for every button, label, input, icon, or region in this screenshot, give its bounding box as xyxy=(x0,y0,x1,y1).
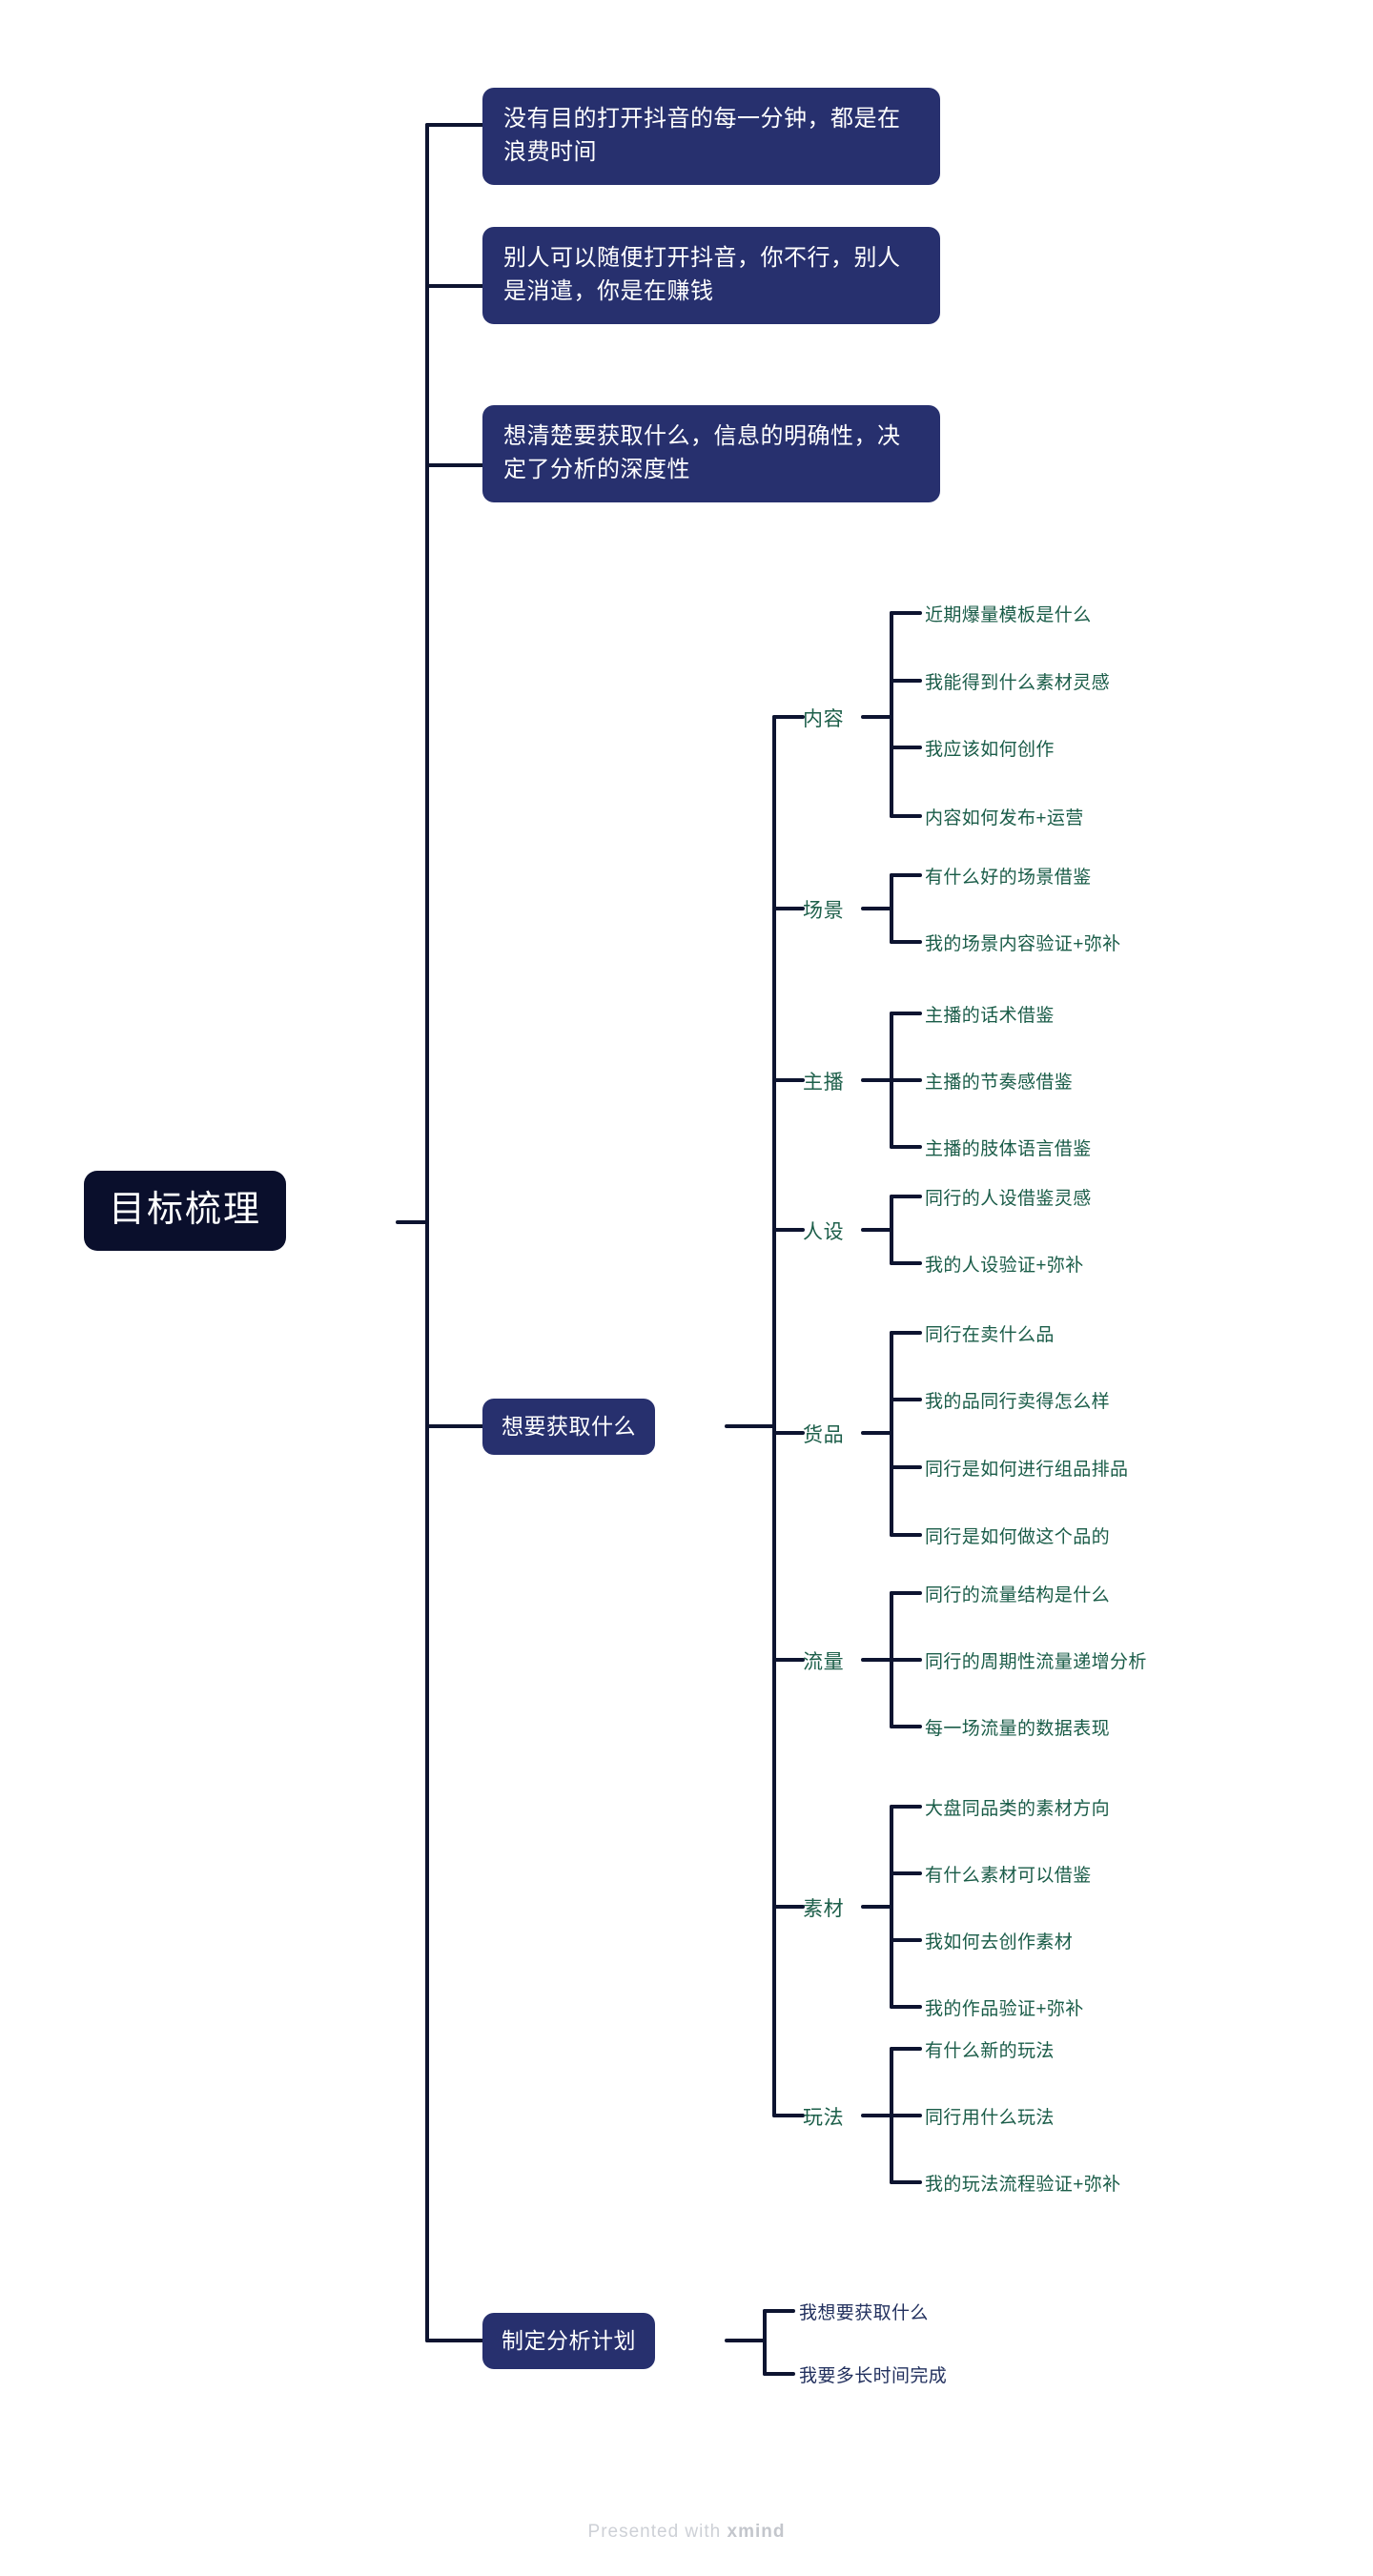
branch-label: 货品 xyxy=(803,1424,845,1446)
root-label: 目标梳理 xyxy=(109,1190,262,1230)
branch-node-content[interactable]: 内容 xyxy=(803,704,844,732)
leaf-node[interactable]: 我应该如何创作 xyxy=(925,735,1055,761)
branch-label: 流量 xyxy=(803,1651,845,1673)
leaf-label: 我想要获取什么 xyxy=(799,2303,929,2323)
leaf-label: 我的人设验证+弥补 xyxy=(925,1256,1084,1276)
topic-label: 想要获取什么 xyxy=(502,1414,636,1439)
branch-label: 内容 xyxy=(803,708,845,730)
root-node[interactable]: 目标梳理 xyxy=(84,1171,287,1251)
leaf-node[interactable]: 我能得到什么素材灵感 xyxy=(925,668,1110,694)
leaf-label: 我的玩法流程验证+弥补 xyxy=(925,2175,1121,2195)
leaf-label: 有什么好的场景借鉴 xyxy=(925,868,1092,888)
leaf-label: 每一场流量的数据表现 xyxy=(925,1719,1111,1739)
leaf-label: 同行的人设借鉴灵感 xyxy=(925,1189,1092,1209)
topic-node-clarity-depth[interactable]: 想清楚要获取什么，信息的明确性，决定了分析的深度性 xyxy=(482,405,940,502)
topic-label: 别人可以随便打开抖音，你不行，别人是消遣，你是在赚钱 xyxy=(503,245,901,304)
leaf-node[interactable]: 我的品同行卖得怎么样 xyxy=(925,1387,1110,1413)
leaf-node[interactable]: 我的场景内容验证+弥补 xyxy=(925,930,1121,955)
leaf-label: 同行是如何做这个品的 xyxy=(925,1527,1111,1547)
leaf-node[interactable]: 同行的周期性流量递增分析 xyxy=(925,1647,1147,1673)
topic-node-what-to-get[interactable]: 想要获取什么 xyxy=(482,1399,655,1456)
leaf-label: 我要多长时间完成 xyxy=(799,2366,948,2386)
leaf-label: 我如何去创作素材 xyxy=(925,1932,1074,1952)
topic-node-wasting-time[interactable]: 没有目的打开抖音的每一分钟，都是在浪费时间 xyxy=(482,88,940,185)
leaf-label: 我的场景内容验证+弥补 xyxy=(925,934,1121,954)
leaf-label: 内容如何发布+运营 xyxy=(925,808,1084,828)
leaf-label: 大盘同品类的素材方向 xyxy=(925,1799,1111,1819)
branch-node-goods[interactable]: 货品 xyxy=(803,1420,844,1448)
leaf-label: 同行在卖什么品 xyxy=(925,1325,1055,1345)
leaf-node[interactable]: 同行的流量结构是什么 xyxy=(925,1581,1110,1606)
leaf-label: 有什么新的玩法 xyxy=(925,2041,1055,2061)
leaf-node[interactable]: 我要多长时间完成 xyxy=(799,2361,947,2387)
topic-node-others-vs-you[interactable]: 别人可以随便打开抖音，你不行，别人是消遣，你是在赚钱 xyxy=(482,227,940,324)
topic-label: 想清楚要获取什么，信息的明确性，决定了分析的深度性 xyxy=(503,423,901,482)
branch-node-scene[interactable]: 场景 xyxy=(803,895,844,924)
leaf-node[interactable]: 同行用什么玩法 xyxy=(925,2103,1055,2129)
leaf-node[interactable]: 同行是如何做这个品的 xyxy=(925,1523,1110,1548)
topic-label: 没有目的打开抖音的每一分钟，都是在浪费时间 xyxy=(503,106,901,165)
leaf-label: 同行是如何进行组品排品 xyxy=(925,1460,1129,1480)
leaf-node[interactable]: 我的作品验证+弥补 xyxy=(925,1994,1084,2020)
leaf-node[interactable]: 有什么素材可以借鉴 xyxy=(925,1861,1092,1887)
branch-node-material[interactable]: 素材 xyxy=(803,1893,844,1922)
leaf-node[interactable]: 主播的节奏感借鉴 xyxy=(925,1068,1073,1094)
leaf-node[interactable]: 我如何去创作素材 xyxy=(925,1928,1073,1953)
leaf-label: 主播的话术借鉴 xyxy=(925,1006,1055,1026)
leaf-label: 同行用什么玩法 xyxy=(925,2108,1055,2128)
leaf-label: 同行的周期性流量递增分析 xyxy=(925,1652,1147,1672)
leaf-node[interactable]: 每一场流量的数据表现 xyxy=(925,1714,1110,1740)
leaf-node[interactable]: 内容如何发布+运营 xyxy=(925,804,1084,829)
leaf-node[interactable]: 近期爆量模板是什么 xyxy=(925,601,1092,626)
leaf-label: 我的品同行卖得怎么样 xyxy=(925,1392,1111,1412)
leaf-node[interactable]: 主播的肢体语言借鉴 xyxy=(925,1135,1092,1160)
topic-label: 制定分析计划 xyxy=(502,2328,636,2353)
leaf-label: 我应该如何创作 xyxy=(925,740,1055,760)
branch-label: 玩法 xyxy=(803,2107,845,2129)
leaf-node[interactable]: 我的玩法流程验证+弥补 xyxy=(925,2170,1121,2196)
leaf-label: 主播的节奏感借鉴 xyxy=(925,1073,1074,1093)
branch-node-anchor[interactable]: 主播 xyxy=(803,1067,844,1095)
branch-label: 场景 xyxy=(803,900,845,922)
leaf-label: 主播的肢体语言借鉴 xyxy=(925,1139,1092,1159)
leaf-node[interactable]: 同行在卖什么品 xyxy=(925,1320,1055,1346)
branch-label: 人设 xyxy=(803,1221,845,1243)
leaf-label: 我的作品验证+弥补 xyxy=(925,1999,1084,2019)
leaf-label: 近期爆量模板是什么 xyxy=(925,605,1092,625)
leaf-label: 我能得到什么素材灵感 xyxy=(925,673,1111,693)
branch-label: 素材 xyxy=(803,1898,845,1920)
leaf-node[interactable]: 有什么好的场景借鉴 xyxy=(925,863,1092,889)
leaf-node[interactable]: 同行的人设借鉴灵感 xyxy=(925,1184,1092,1210)
branch-node-playbook[interactable]: 玩法 xyxy=(803,2102,844,2131)
branch-label: 主播 xyxy=(803,1072,845,1094)
footer-credit: Presented with xmind xyxy=(0,2522,1373,2543)
xmind-brand: xmind xyxy=(727,2522,786,2542)
leaf-node[interactable]: 有什么新的玩法 xyxy=(925,2036,1055,2062)
branch-node-persona[interactable]: 人设 xyxy=(803,1216,844,1245)
leaf-node[interactable]: 同行是如何进行组品排品 xyxy=(925,1455,1128,1481)
leaf-label: 有什么素材可以借鉴 xyxy=(925,1866,1092,1886)
footer-prefix: Presented with xyxy=(587,2522,727,2542)
leaf-node[interactable]: 我的人设验证+弥补 xyxy=(925,1251,1084,1277)
branch-node-traffic[interactable]: 流量 xyxy=(803,1646,844,1675)
leaf-node[interactable]: 主播的话术借鉴 xyxy=(925,1001,1055,1027)
leaf-node[interactable]: 我想要获取什么 xyxy=(799,2299,929,2324)
leaf-label: 同行的流量结构是什么 xyxy=(925,1585,1111,1605)
leaf-node[interactable]: 大盘同品类的素材方向 xyxy=(925,1794,1110,1820)
topic-node-analysis-plan[interactable]: 制定分析计划 xyxy=(482,2313,655,2370)
